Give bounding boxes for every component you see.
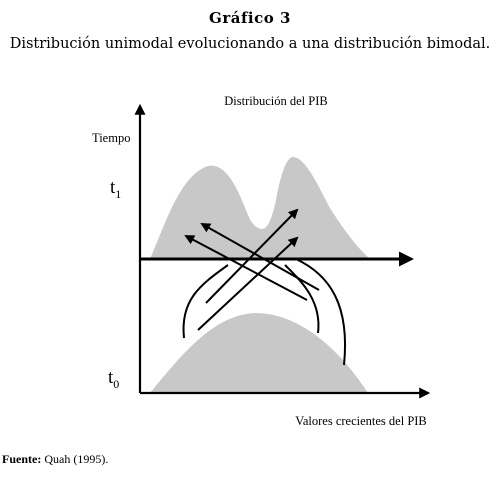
transition-arrow-down-2 bbox=[184, 235, 308, 301]
t0-label-base: t bbox=[108, 367, 114, 388]
transition-curve-right-outer bbox=[295, 258, 346, 366]
t1-label-base: t bbox=[110, 177, 116, 198]
t0-label-subscript: 0 bbox=[113, 377, 119, 391]
t1-label: t1 bbox=[110, 177, 121, 201]
transition-curve-left bbox=[182, 264, 229, 339]
t0-label: t0 bbox=[108, 367, 119, 391]
figure-label: Gráfico 3 bbox=[209, 9, 291, 27]
transition-arrow-up-1 bbox=[205, 208, 299, 304]
panel-title: Distribución del PIB bbox=[224, 94, 327, 108]
unimodal-distribution-shape bbox=[150, 313, 368, 393]
source-text: Quah (1995). bbox=[41, 452, 109, 466]
transition-curve-right-inner bbox=[284, 264, 320, 334]
y-axis-label: Tiempo bbox=[92, 131, 130, 145]
source-label: Fuente: bbox=[2, 452, 42, 466]
bimodal-distribution-shape bbox=[150, 157, 370, 259]
figure-description: Distribución unimodal evolucionando a un… bbox=[9, 36, 491, 52]
transition-arrow-up-2 bbox=[197, 236, 299, 331]
t1-label-subscript: 1 bbox=[115, 187, 121, 201]
source-note: Fuente: Quah (1995). bbox=[2, 452, 108, 467]
x-axis-label: Valores crecientes del PIB bbox=[295, 414, 427, 428]
